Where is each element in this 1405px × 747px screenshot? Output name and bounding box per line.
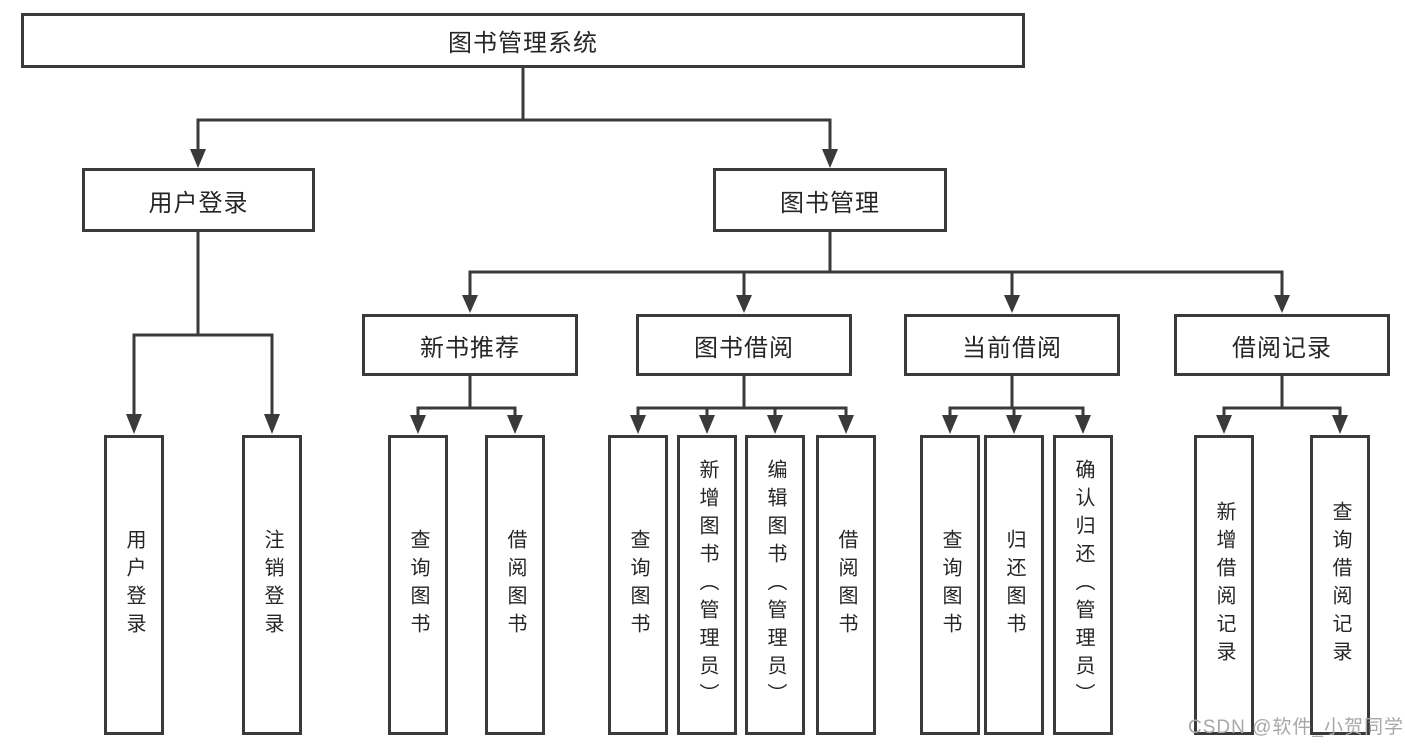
node-new-book-recommend-label: 新书推荐 [420, 334, 520, 362]
leaf-confirm-return-admin: 确认归还（管理员） [1053, 435, 1113, 735]
leaf-borrow-query-books-label: 查询图书 [627, 529, 649, 641]
leaf-add-books-admin-label: 新增图书（管理员） [696, 459, 718, 711]
node-borrow-records: 借阅记录 [1174, 314, 1390, 376]
leaf-add-borrow-record-label: 新增借阅记录 [1213, 501, 1235, 669]
leaf-return-books-label: 归还图书 [1003, 529, 1025, 641]
node-book-borrow: 图书借阅 [636, 314, 852, 376]
csdn-watermark: CSDN @软件_小贺同学 [1188, 717, 1404, 738]
node-book-management-label: 图书管理 [780, 189, 880, 217]
leaf-recommend-query-books: 查询图书 [388, 435, 448, 735]
leaf-query-borrow-record: 查询借阅记录 [1310, 435, 1370, 735]
leaf-current-query-books: 查询图书 [920, 435, 980, 735]
leaf-add-books-admin: 新增图书（管理员） [677, 435, 737, 735]
leaf-edit-books-admin: 编辑图书（管理员） [745, 435, 805, 735]
leaf-borrow-query-books: 查询图书 [608, 435, 668, 735]
leaf-user-login: 用户登录 [104, 435, 164, 735]
node-current-borrow-label: 当前借阅 [962, 334, 1062, 362]
node-borrow-records-label: 借阅记录 [1232, 334, 1332, 362]
node-user-login-label: 用户登录 [148, 189, 249, 217]
leaf-recommend-query-books-label: 查询图书 [407, 529, 429, 641]
leaf-borrow-borrow-books-label: 借阅图书 [835, 529, 857, 641]
leaf-return-books: 归还图书 [984, 435, 1044, 735]
leaf-recommend-borrow-books: 借阅图书 [485, 435, 545, 735]
leaf-edit-books-admin-label: 编辑图书（管理员） [764, 459, 786, 711]
node-user-login: 用户登录 [82, 168, 315, 232]
node-book-borrow-label: 图书借阅 [694, 334, 794, 362]
leaf-logout: 注销登录 [242, 435, 302, 735]
leaf-logout-label: 注销登录 [261, 529, 283, 641]
leaf-user-login-label: 用户登录 [123, 529, 145, 641]
node-book-management: 图书管理 [713, 168, 947, 232]
leaf-query-borrow-record-label: 查询借阅记录 [1329, 501, 1351, 669]
node-root-label: 图书管理系统 [448, 30, 598, 57]
node-current-borrow: 当前借阅 [904, 314, 1120, 376]
leaf-borrow-borrow-books: 借阅图书 [816, 435, 876, 735]
node-root: 图书管理系统 [21, 13, 1025, 68]
leaf-confirm-return-admin-label: 确认归还（管理员） [1072, 459, 1094, 711]
leaf-add-borrow-record: 新增借阅记录 [1194, 435, 1254, 735]
leaf-recommend-borrow-books-label: 借阅图书 [504, 529, 526, 641]
leaf-current-query-books-label: 查询图书 [939, 529, 961, 641]
node-new-book-recommend: 新书推荐 [362, 314, 578, 376]
